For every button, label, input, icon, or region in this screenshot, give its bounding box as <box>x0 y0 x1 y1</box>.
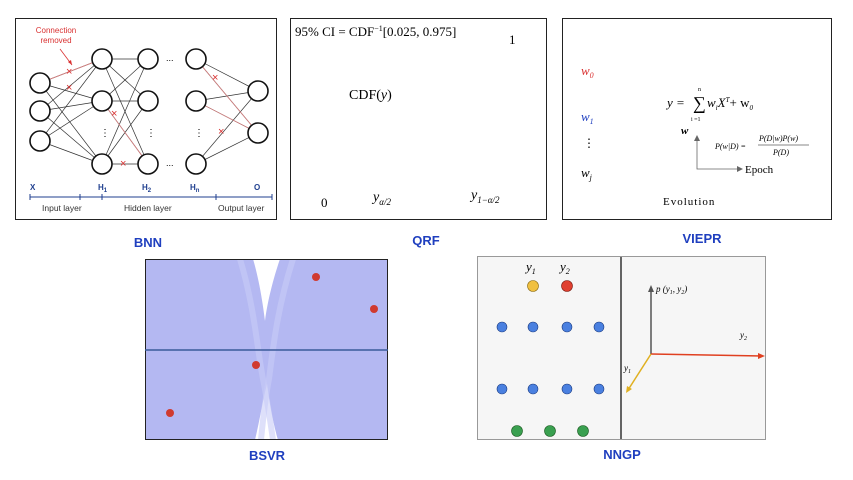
hidden-node <box>91 153 113 175</box>
y-lower-quantile: yα/2 <box>371 190 391 207</box>
hidden-node <box>91 90 113 112</box>
layer-label-h1: H1 <box>98 183 108 194</box>
axis-y1 <box>627 353 652 391</box>
axis-p-label: p (y1, y2) <box>655 284 687 296</box>
output-node-y1 <box>527 280 539 292</box>
removed-x-mark: × <box>212 72 218 84</box>
caption-qrf: QRF <box>412 233 440 248</box>
weight-vdots: ⋮ <box>583 136 595 150</box>
weight-w1: w1 <box>581 109 594 126</box>
layer-label-h2: H2 <box>142 183 152 194</box>
qrf-diagram: 95% CI = CDF−1[0.025, 0.975] 1 CDF(y) 0 … <box>295 24 516 210</box>
hidden-node <box>185 48 207 70</box>
qrf-panel: 95% CI = CDF−1[0.025, 0.975] 1 CDF(y) 0 … <box>290 18 547 220</box>
annotation-text-2: removed <box>40 36 71 45</box>
posterior-numerator: P(D|w)P(w) <box>758 134 798 143</box>
bsvr-gap <box>253 259 280 321</box>
layer-label-o: O <box>254 183 260 192</box>
removed-x-mark: × <box>111 108 117 120</box>
bnn-removed-connections <box>39 58 259 165</box>
qrf-one: 1 <box>509 32 516 47</box>
posterior-denominator: P(D) <box>772 148 789 157</box>
hidden-node <box>137 48 159 70</box>
caption-nngp: NNGP <box>603 447 641 462</box>
caption-viepr: VIEPR <box>682 231 722 246</box>
nngp-panel: y1 y2 p (y1, y2) y2 y1 <box>477 256 766 440</box>
removed-x-mark: × <box>120 158 126 170</box>
layer-label-hn: Hn <box>190 183 200 194</box>
equation-sum-top: n <box>698 87 701 93</box>
axis-y2-label: y2 <box>739 330 747 342</box>
evolution-label: Evolution <box>663 196 715 208</box>
qrf-zero: 0 <box>321 195 328 210</box>
removed-x-mark: × <box>66 82 72 94</box>
bsvr-data-point <box>166 409 174 417</box>
equation-lhs: y = <box>665 95 685 110</box>
bsvr-plot <box>145 258 388 441</box>
hidden-node <box>91 48 113 70</box>
ellipsis: ... <box>166 53 174 63</box>
layer-label-x: X <box>30 183 36 192</box>
hidden-nodes <box>496 321 605 395</box>
axis-y1-label: y1 <box>623 363 631 375</box>
input-layer-label: Input layer <box>42 203 82 213</box>
viepr-panel: w0 w1 ⋮ wj y = n ∑ i =1 wiXT+ w0 w P(w|D… <box>562 18 832 220</box>
output-layer-label: Output layer <box>218 203 264 213</box>
bnn-panel: × × × × × × Connection removed <box>15 18 277 220</box>
posterior-lhs: P(w|D) = <box>714 142 746 151</box>
input-node <box>29 72 51 94</box>
caption-bnn: BNN <box>133 235 163 250</box>
layer-axis-ticks <box>29 194 273 200</box>
epoch-arrow <box>696 137 741 170</box>
viepr-diagram: w0 w1 ⋮ wj y = n ∑ i =1 wiXT+ w0 w P(w|D… <box>581 63 809 208</box>
bold-w: w <box>681 125 689 137</box>
nngp-diagram: y1 y2 p (y1, y2) y2 y1 <box>478 257 765 439</box>
caption-bsvr: BSVR <box>248 448 286 463</box>
equation-sum-bottom: i =1 <box>691 117 701 123</box>
weight-wj: wj <box>581 165 593 182</box>
weight-w0: w0 <box>581 63 594 80</box>
epoch-arrow-right <box>737 166 743 172</box>
input-node <box>29 100 51 122</box>
bnn-nodes <box>29 48 269 175</box>
hidden-node <box>137 153 159 175</box>
y-upper-quantile: y1−α/2 <box>469 188 500 205</box>
axis-y2 <box>650 353 763 357</box>
bsvr-data-point <box>370 305 378 313</box>
output-label-y2: y2 <box>558 259 570 276</box>
equation-sum: ∑ <box>693 93 706 113</box>
hidden-node <box>185 153 207 175</box>
vdots: ⋮ <box>100 128 110 139</box>
output-node-y2 <box>561 280 573 292</box>
annotation-text-1: Connection <box>36 26 76 35</box>
annotation-arrowhead <box>68 60 72 65</box>
input-node <box>29 130 51 152</box>
bnn-removed-marks: × × × × × × <box>66 66 224 170</box>
bsvr-data-point <box>252 361 260 369</box>
equation-terms: wiXT+ w0 <box>707 95 753 112</box>
output-node <box>247 80 269 102</box>
removed-x-mark: × <box>66 66 72 78</box>
input-nodes <box>511 425 589 437</box>
vdots: ⋮ <box>146 128 156 139</box>
bsvr-panel <box>145 258 388 441</box>
output-label-y1: y1 <box>524 259 536 276</box>
epoch-arrow-up <box>694 135 700 141</box>
ci-formula: 95% CI = CDF−1[0.025, 0.975] <box>295 24 456 39</box>
hidden-node <box>137 90 159 112</box>
vdots: ⋮ <box>194 128 204 139</box>
cdf-label: CDF(y) <box>349 88 392 103</box>
hidden-layer-label: Hidden layer <box>124 203 172 213</box>
output-node <box>247 122 269 144</box>
bsvr-data-point <box>312 273 320 281</box>
bnn-diagram: × × × × × × Connection removed <box>29 26 273 213</box>
epoch-label: Epoch <box>745 164 774 176</box>
removed-x-mark: × <box>218 126 224 138</box>
hidden-node <box>185 90 207 112</box>
ellipsis: ... <box>166 158 174 168</box>
